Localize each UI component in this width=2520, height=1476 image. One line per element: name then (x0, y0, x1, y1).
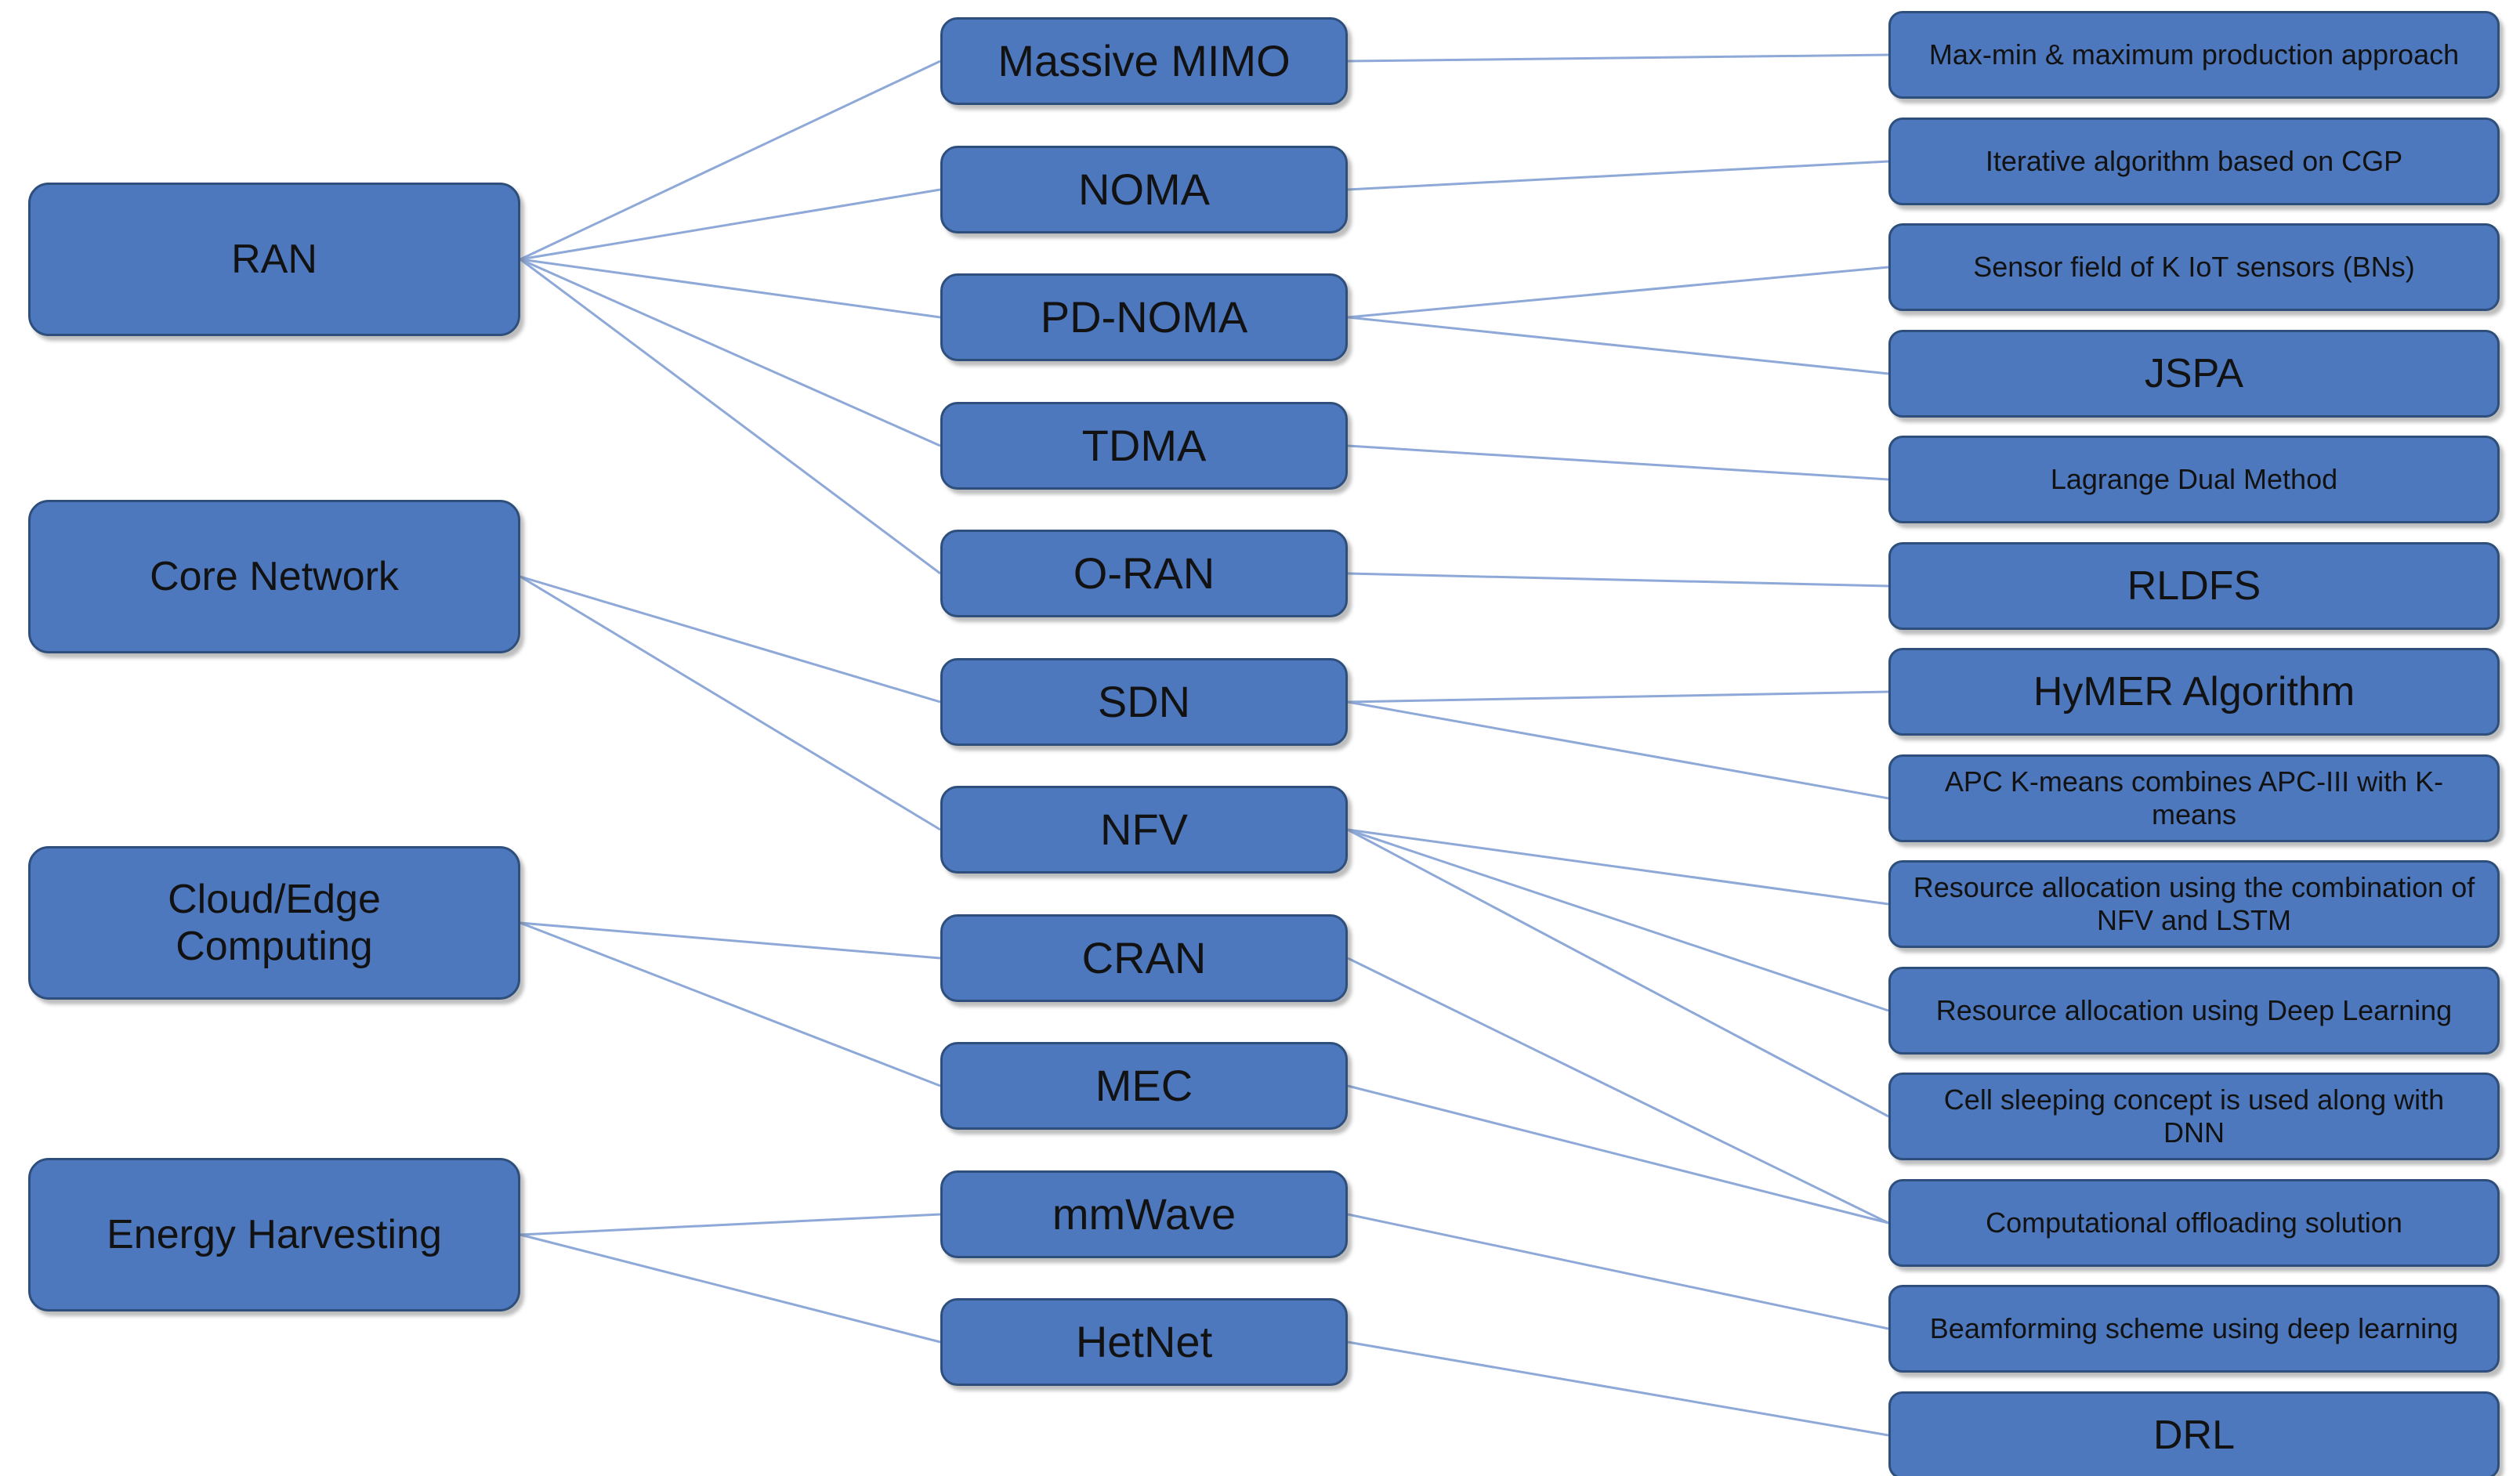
solution-node-cellsleep[interactable]: Cell sleeping concept is used along with… (1888, 1073, 2500, 1160)
connector-sdn-to-hymer (1347, 690, 1889, 704)
connector-mimo-to-maxmin (1347, 53, 1889, 63)
connector-mmwave-to-beamform (1347, 1213, 1889, 1330)
tech-node-hetnet[interactable]: HetNet (940, 1298, 1348, 1386)
connector-pdnoma-to-sensor (1347, 266, 1889, 319)
solution-node-drl[interactable]: DRL (1888, 1391, 2500, 1476)
solution-node-offload[interactable]: Computational offloading solution (1888, 1179, 2500, 1267)
connector-pdnoma-to-jspa (1347, 316, 1889, 375)
connector-ran-to-oran (520, 258, 941, 575)
connector-ran-to-pdnoma (520, 258, 941, 319)
connector-cloud-to-mec (520, 921, 941, 1087)
solution-node-deeplearn[interactable]: Resource allocation using Deep Learning (1888, 967, 2500, 1055)
domain-node-energy[interactable]: Energy Harvesting (28, 1158, 520, 1311)
tech-node-noma[interactable]: NOMA (940, 146, 1348, 233)
connector-hetnet-to-drl (1347, 1340, 1889, 1437)
connector-oran-to-rldfs (1347, 572, 1889, 588)
solution-node-hymer[interactable]: HyMER Algorithm (1888, 648, 2500, 736)
solution-node-sensor[interactable]: Sensor field of K IoT sensors (BNs) (1888, 223, 2500, 311)
tech-node-cran[interactable]: CRAN (940, 914, 1348, 1002)
domain-node-ran[interactable]: RAN (28, 183, 520, 336)
tech-node-tdma[interactable]: TDMA (940, 402, 1348, 490)
tech-node-pdnoma[interactable]: PD-NOMA (940, 273, 1348, 361)
solution-node-cgp[interactable]: Iterative algorithm based on CGP (1888, 118, 2500, 205)
domain-node-cloud[interactable]: Cloud/Edge Computing (28, 846, 520, 1000)
connector-cloud-to-cran (520, 921, 941, 960)
tech-node-mec[interactable]: MEC (940, 1042, 1348, 1130)
connector-energy-to-hetnet (520, 1233, 941, 1344)
tech-node-oran[interactable]: O-RAN (940, 530, 1348, 617)
connector-core-to-nfv (520, 575, 941, 831)
connector-ran-to-tdma (520, 258, 941, 447)
connector-ran-to-noma (520, 188, 941, 261)
connector-tdma-to-lagrange (1347, 444, 1889, 481)
connector-mec-to-offload (1347, 1084, 1889, 1225)
solution-node-maxmin[interactable]: Max-min & maximum production approach (1888, 11, 2500, 99)
tech-node-sdn[interactable]: SDN (940, 658, 1348, 746)
tech-node-mmwave[interactable]: mmWave (940, 1170, 1348, 1258)
tech-node-mimo[interactable]: Massive MIMO (940, 17, 1348, 105)
solution-node-jspa[interactable]: JSPA (1888, 330, 2500, 418)
connector-core-to-sdn (520, 575, 941, 704)
connector-sdn-to-apc (1347, 700, 1889, 800)
connector-ran-to-mimo (520, 60, 941, 261)
tech-node-nfv[interactable]: NFV (940, 786, 1348, 874)
connector-noma-to-cgp (1347, 160, 1889, 191)
connector-energy-to-mmwave (520, 1213, 941, 1236)
solution-node-rldfs[interactable]: RLDFS (1888, 542, 2500, 630)
solution-node-apc[interactable]: APC K-means combines APC-III with K-mean… (1888, 754, 2500, 842)
connector-nfv-to-nfvlstm (1347, 828, 1889, 906)
domain-node-core[interactable]: Core Network (28, 500, 520, 653)
connector-cran-to-offload (1347, 957, 1889, 1225)
solution-node-beamform[interactable]: Beamforming scheme using deep learning (1888, 1285, 2500, 1373)
solution-node-nfvlstm[interactable]: Resource allocation using the combinatio… (1888, 860, 2500, 948)
connector-nfv-to-deeplearn (1347, 828, 1889, 1012)
connector-nfv-to-cellsleep (1347, 828, 1889, 1118)
solution-node-lagrange[interactable]: Lagrange Dual Method (1888, 436, 2500, 523)
